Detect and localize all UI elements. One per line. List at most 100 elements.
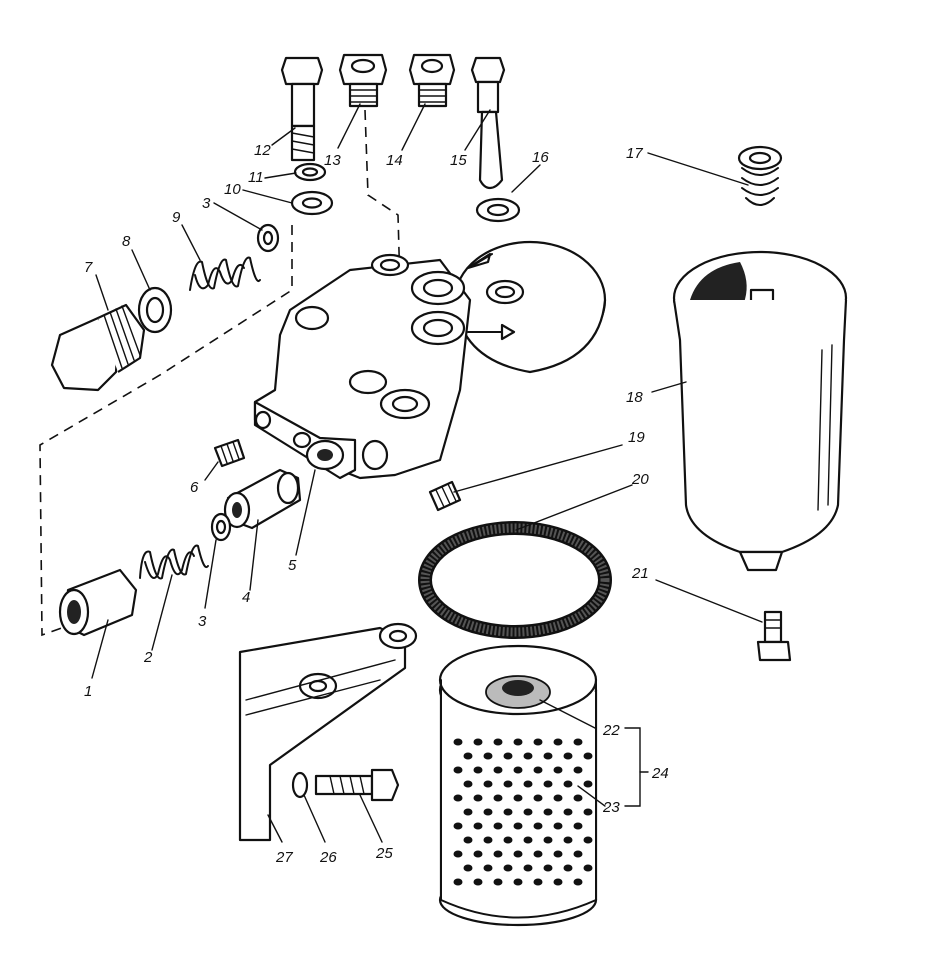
filter-hole xyxy=(553,878,563,886)
part-2-spring xyxy=(139,544,209,580)
callout-17: 17 xyxy=(626,145,643,162)
filter-hole xyxy=(513,766,523,774)
filter-hole xyxy=(453,878,463,886)
callout-1: 1 xyxy=(84,683,92,700)
leader-lines xyxy=(91,103,763,843)
part-13-nut xyxy=(338,53,388,108)
filter-hole xyxy=(463,864,473,872)
part-25-bolt xyxy=(314,768,400,802)
filter-hole xyxy=(563,836,573,844)
filter-hole xyxy=(493,794,503,802)
filter-hole xyxy=(563,808,573,816)
filter-hole xyxy=(533,766,543,774)
part-4-valve xyxy=(223,468,302,530)
filter-hole xyxy=(583,808,593,816)
filter-hole xyxy=(583,780,593,788)
part-23-perforated-tube xyxy=(453,738,593,886)
part-3-washer-lower xyxy=(210,512,232,542)
filter-hole xyxy=(483,864,493,872)
part-20-gasket xyxy=(418,521,612,639)
filter-hole xyxy=(483,808,493,816)
filter-hole xyxy=(483,836,493,844)
part-21-drain-plug xyxy=(756,610,792,662)
callout-11: 11 xyxy=(248,169,264,186)
part-27-bracket xyxy=(238,622,418,842)
filter-hole xyxy=(553,766,563,774)
filter-hole xyxy=(493,766,503,774)
callout-4: 4 xyxy=(242,589,250,606)
filter-hole xyxy=(563,780,573,788)
callout-18: 18 xyxy=(626,389,643,406)
filter-hole xyxy=(503,836,513,844)
filter-hole xyxy=(543,780,553,788)
part-7-plug xyxy=(50,303,146,392)
filter-hole xyxy=(553,850,563,858)
callout-14: 14 xyxy=(386,152,403,169)
filter-hole xyxy=(543,864,553,872)
filter-hole xyxy=(513,738,523,746)
part-18-filter-bowl xyxy=(672,250,848,572)
part-6-screw xyxy=(213,438,246,468)
filter-hole xyxy=(513,822,523,830)
filter-hole xyxy=(503,808,513,816)
filter-hole xyxy=(583,864,593,872)
filter-hole xyxy=(483,780,493,788)
filter-hole xyxy=(463,780,473,788)
filter-hole xyxy=(503,864,513,872)
part-17-valve xyxy=(737,145,783,206)
callout-5: 5 xyxy=(288,557,297,574)
filter-hole xyxy=(473,878,483,886)
filter-hole xyxy=(583,752,593,760)
filter-hole xyxy=(473,794,483,802)
filter-hole xyxy=(523,864,533,872)
filter-hole xyxy=(573,850,583,858)
filter-hole xyxy=(523,780,533,788)
callout-7: 7 xyxy=(84,259,93,276)
filter-hole xyxy=(523,808,533,816)
part-5-filter-head xyxy=(253,240,607,480)
filter-hole xyxy=(473,822,483,830)
filter-hole xyxy=(473,766,483,774)
filter-hole xyxy=(463,808,473,816)
callout-16: 16 xyxy=(532,149,549,166)
filter-hole xyxy=(543,808,553,816)
filter-hole xyxy=(453,766,463,774)
filter-hole xyxy=(533,822,543,830)
callout-6: 6 xyxy=(190,479,199,496)
filter-hole xyxy=(463,752,473,760)
callout-10: 10 xyxy=(224,181,241,198)
callout-26: 26 xyxy=(319,849,337,866)
filter-hole xyxy=(513,850,523,858)
filter-hole xyxy=(573,766,583,774)
callout-3-upper: 3 xyxy=(202,195,211,212)
part-15-plug xyxy=(470,56,506,190)
filter-hole xyxy=(483,752,493,760)
filter-hole xyxy=(523,752,533,760)
filter-hole xyxy=(573,794,583,802)
callout-2: 2 xyxy=(143,649,153,666)
filter-hole xyxy=(533,850,543,858)
washers-group xyxy=(137,162,521,334)
part-12-bolt xyxy=(280,56,324,162)
filter-hole xyxy=(553,794,563,802)
callout-9: 9 xyxy=(172,209,181,226)
filter-hole xyxy=(453,738,463,746)
filter-hole xyxy=(493,822,503,830)
callout-24: 24 xyxy=(651,765,669,782)
filter-hole xyxy=(543,836,553,844)
callout-25: 25 xyxy=(375,845,393,862)
part-14-nut xyxy=(408,53,456,108)
filter-hole xyxy=(503,780,513,788)
callout-3-lower: 3 xyxy=(198,613,207,630)
filter-hole xyxy=(513,794,523,802)
filter-hole xyxy=(563,864,573,872)
part-24-filter-element xyxy=(438,644,598,927)
filter-hole xyxy=(453,794,463,802)
filter-hole xyxy=(473,738,483,746)
callout-labels: 1 2 3 3 4 5 6 7 8 9 10 11 12 13 14 15 16… xyxy=(84,142,669,866)
filter-hole xyxy=(523,836,533,844)
callout-12: 12 xyxy=(254,142,271,159)
filter-hole xyxy=(493,878,503,886)
filter-hole xyxy=(453,850,463,858)
